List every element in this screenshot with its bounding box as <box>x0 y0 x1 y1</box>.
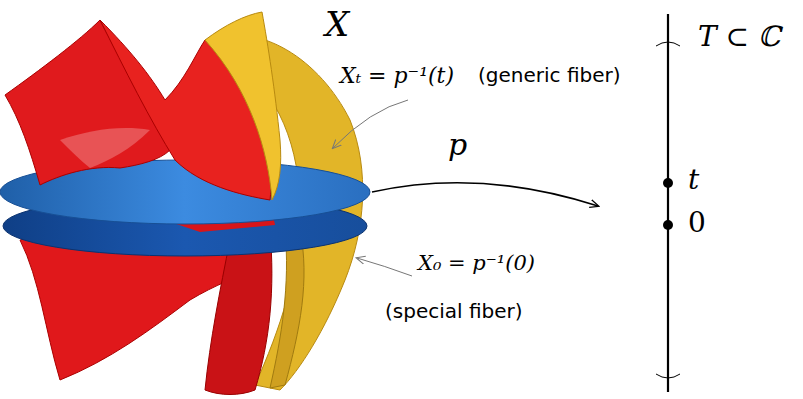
map-label: p <box>448 128 467 161</box>
base-label: T ⊂ ℂ <box>698 22 780 53</box>
fiber-formula: Xₜ = p⁻¹(t) <box>340 64 454 88</box>
point-label: 0 <box>688 208 706 239</box>
fiber-note: (generic fiber) <box>478 64 621 86</box>
fiber-note: (special fiber) <box>385 300 523 322</box>
fiber-formula: X₀ = p⁻¹(0) <box>418 252 535 275</box>
point-label: t <box>688 165 699 196</box>
space-label: X <box>325 6 349 43</box>
